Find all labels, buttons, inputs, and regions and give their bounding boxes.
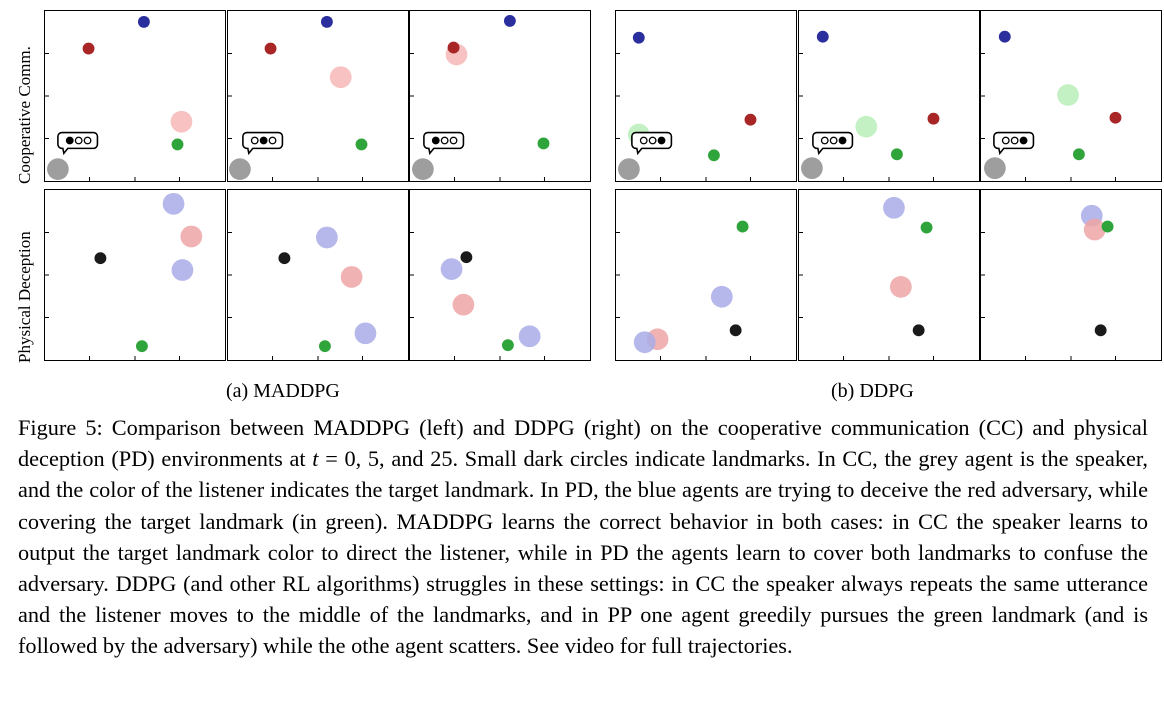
good-agent xyxy=(710,285,733,308)
subcaption-ddpg: (b) DDPG xyxy=(831,380,914,402)
landmark-green xyxy=(355,138,368,151)
speech-bubble xyxy=(57,131,99,156)
landmark-black xyxy=(278,252,291,265)
landmark-green xyxy=(171,138,184,151)
speech-bubble xyxy=(631,131,673,156)
panel-pd-maddpg-t0 xyxy=(44,189,226,361)
caption-label: Figure 5: xyxy=(18,415,103,440)
landmark-green xyxy=(537,137,550,150)
landmark-green xyxy=(1072,148,1085,161)
landmark-black xyxy=(912,324,925,337)
panel-pd-maddpg-t5 xyxy=(227,189,409,361)
speech-bubble xyxy=(242,131,284,156)
landmark-black xyxy=(1094,324,1107,337)
landmark-green xyxy=(707,149,720,162)
landmark-red xyxy=(744,113,757,126)
landmark-red xyxy=(447,41,460,54)
listener-agent xyxy=(329,66,352,89)
good-agent xyxy=(171,259,194,281)
caption-t-variable: t xyxy=(312,446,319,472)
listener-agent xyxy=(855,115,878,138)
subcaption-maddpg: (a) MADDPG xyxy=(226,380,340,402)
landmark-blue xyxy=(320,15,333,28)
speaker-agent xyxy=(984,157,1006,180)
panel-cc-ddpg-t0 xyxy=(615,10,797,182)
landmark-green xyxy=(135,340,148,353)
speech-bubble xyxy=(423,131,465,156)
good-agent xyxy=(354,322,377,345)
good-agent xyxy=(162,192,185,215)
good-agent xyxy=(440,258,463,280)
landmark-blue xyxy=(632,31,645,44)
panel-cc-maddpg-t5 xyxy=(227,10,409,182)
adversary-agent xyxy=(452,293,475,316)
adversary-agent xyxy=(1083,218,1106,241)
landmark-red xyxy=(82,42,95,55)
panel-pd-ddpg-t25 xyxy=(980,189,1162,361)
speech-bubble xyxy=(812,131,854,156)
adversary-agent xyxy=(889,275,912,298)
good-agent xyxy=(518,325,541,348)
speaker-agent xyxy=(412,158,434,181)
row-label-physical-deception: Physical Deception xyxy=(15,231,34,363)
good-agent xyxy=(883,196,905,219)
caption-text-part1: Comparison between MADDPG (left) and DDP… xyxy=(18,415,1148,472)
panel-cc-ddpg-t5 xyxy=(798,10,980,182)
landmark-green xyxy=(1101,220,1114,233)
speech-bubble xyxy=(993,131,1035,156)
panel-pd-ddpg-t5 xyxy=(798,189,980,361)
landmark-green xyxy=(736,220,749,233)
landmark-red xyxy=(927,112,940,125)
landmark-blue xyxy=(998,30,1011,43)
caption-text-part2: = 0, 5, and 25. Small dark circles indic… xyxy=(18,446,1148,659)
panel-pd-maddpg-t25 xyxy=(409,189,591,361)
adversary-agent xyxy=(340,266,363,288)
landmark-green xyxy=(318,340,331,353)
landmark-green xyxy=(890,148,903,161)
row-label-cooperative-comm: Cooperative Comm. xyxy=(15,46,34,184)
landmark-green xyxy=(920,221,933,234)
landmark-blue xyxy=(137,15,150,28)
landmark-black xyxy=(94,252,107,265)
landmark-blue xyxy=(816,30,829,43)
listener-agent xyxy=(1057,84,1079,106)
adversary-agent xyxy=(180,225,203,248)
speaker-agent xyxy=(229,158,251,181)
speaker-agent xyxy=(47,158,69,181)
listener-agent xyxy=(170,110,193,133)
landmark-red xyxy=(1109,111,1122,124)
landmark-black xyxy=(729,324,742,337)
landmark-green xyxy=(501,339,514,352)
landmark-blue xyxy=(503,14,516,27)
panel-pd-ddpg-t0 xyxy=(615,189,797,361)
figure-caption: Figure 5: Comparison between MADDPG (lef… xyxy=(18,412,1148,662)
good-agent xyxy=(316,226,338,249)
panel-cc-ddpg-t25 xyxy=(980,10,1162,182)
speaker-agent xyxy=(618,158,640,181)
panel-cc-maddpg-t0 xyxy=(44,10,226,182)
panel-cc-maddpg-t25 xyxy=(409,10,591,182)
good-agent xyxy=(633,331,656,354)
landmark-black xyxy=(460,251,473,264)
landmark-red xyxy=(264,42,277,55)
speaker-agent xyxy=(801,157,823,180)
